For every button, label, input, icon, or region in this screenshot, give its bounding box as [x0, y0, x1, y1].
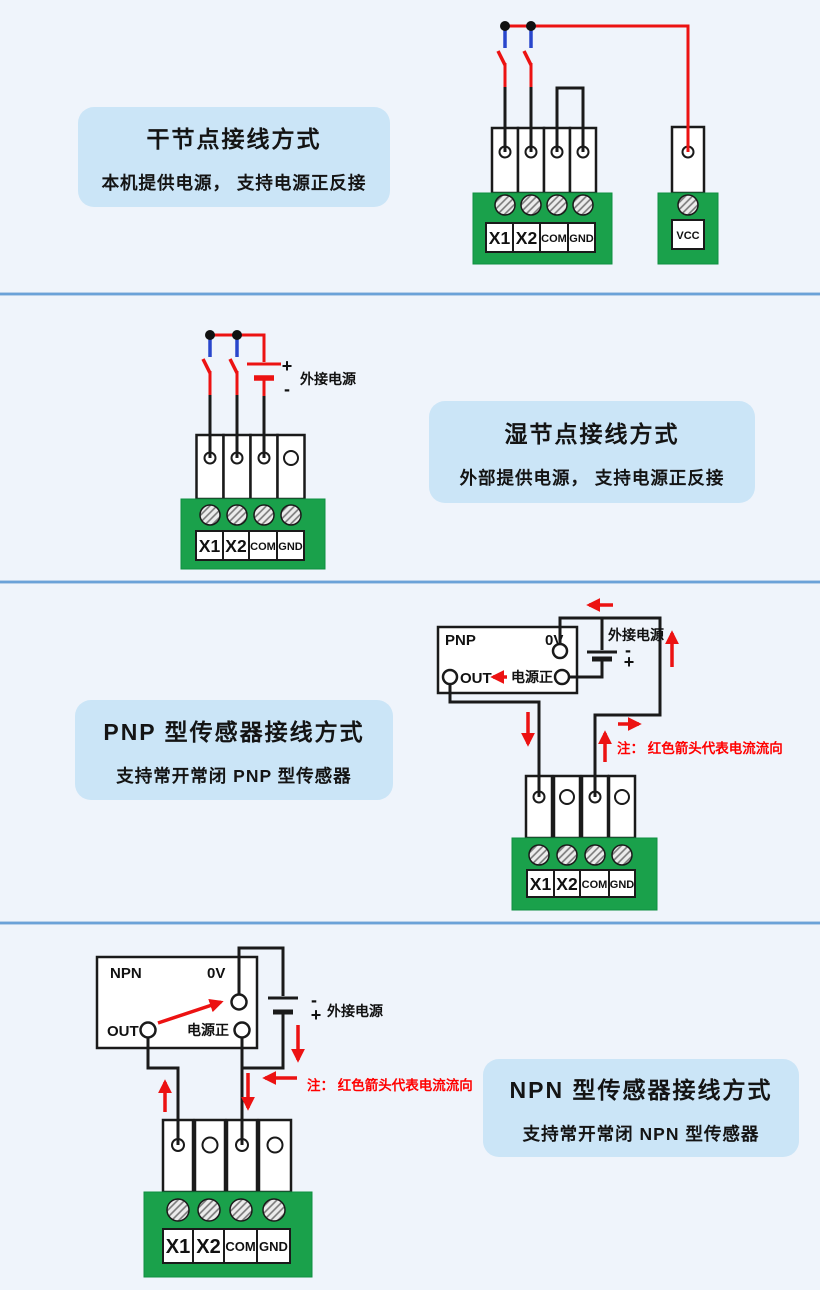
terminal-label-x2: X2 — [196, 1236, 220, 1258]
screw-icon — [677, 194, 699, 216]
power-pos-label: 电源正 — [187, 1022, 229, 1038]
card-dry-contact: 干节点接线方式 本机提供电源， 支持电源正反接 — [78, 107, 390, 207]
out-label: OUT — [107, 1023, 139, 1040]
external-power-label: 外接电源 — [300, 371, 356, 387]
terminal-label-x1: X1 — [166, 1236, 190, 1258]
section-divider — [0, 921, 820, 925]
terminal-label-gnd: GND — [569, 233, 594, 245]
terminal-block: X1 X2 COM GND — [143, 1118, 313, 1278]
screw-icon — [280, 504, 302, 526]
screw-icon — [197, 1198, 221, 1222]
screw-icon — [520, 194, 542, 216]
card-npn-sensor: NPN 型传感器接线方式 支持常开常闭 NPN 型传感器 — [483, 1059, 799, 1157]
screw-icon — [166, 1198, 190, 1222]
terminal-block: X1 X2 COM GND — [180, 433, 326, 570]
screw-icon — [262, 1198, 286, 1222]
terminal-label-com: COM — [225, 1239, 255, 1254]
card-wet-contact: 湿节点接线方式 外部提供电源， 支持电源正反接 — [429, 401, 755, 503]
battery-minus-sign: - — [284, 379, 290, 399]
current-arrows — [158, 1025, 305, 1112]
terminal-label-com: COM — [250, 541, 276, 553]
external-power-battery: - + 外接电源 — [268, 990, 383, 1025]
terminal-label-gnd: GND — [610, 879, 635, 891]
terminal-label-x2: X2 — [556, 874, 578, 894]
current-direction-note: 注： 红色箭头代表电流流向 — [307, 1077, 473, 1093]
out-label: OUT — [460, 670, 492, 687]
external-power-battery: - + 外接电源 — [587, 627, 664, 672]
screw-icon — [572, 194, 594, 216]
terminal-label-com: COM — [541, 233, 567, 245]
terminal-label-x1: X1 — [199, 536, 221, 556]
screw-icon — [494, 194, 516, 216]
terminal-block: X1 X2 COM GND — [472, 126, 613, 265]
section-divider — [0, 580, 820, 584]
terminal-label-x2: X2 — [516, 228, 538, 248]
switch-x1 — [201, 330, 215, 458]
battery-plus-sign: + — [311, 1005, 322, 1025]
screw-icon — [611, 844, 633, 866]
screw-icon — [226, 504, 248, 526]
screw-icon — [584, 844, 606, 866]
npn-sensor-box: NPN 0V OUT 电源正 — [95, 955, 259, 1050]
wet-subtitle: 外部提供电源， 支持电源正反接 — [459, 467, 725, 488]
external-power-label: 外接电源 — [608, 627, 664, 643]
external-power-label: 外接电源 — [327, 1003, 383, 1019]
screw-icon — [556, 844, 578, 866]
external-power-battery: + - 外接电源 — [210, 333, 356, 458]
screw-icon — [199, 504, 221, 526]
terminal-label-x1: X1 — [489, 228, 511, 248]
switch-x1 — [496, 21, 510, 152]
terminal-label-x2: X2 — [225, 536, 247, 556]
pnp-box-label: PNP — [445, 632, 476, 649]
dry-title: 干节点接线方式 — [146, 125, 322, 152]
screw-icon — [528, 844, 550, 866]
section-divider — [0, 292, 820, 296]
terminal-label-com: COM — [582, 879, 608, 891]
vcc-label: VCC — [676, 230, 699, 242]
switch-x2 — [522, 21, 536, 152]
diagram-dry-contact: X1 X2 COM GND VCC — [472, 21, 719, 265]
battery-plus-sign: + — [624, 652, 635, 672]
ov-label: 0V — [207, 965, 225, 982]
npn-subtitle: 支持常开常闭 NPN 型传感器 — [522, 1123, 760, 1144]
npn-box-label: NPN — [110, 965, 142, 982]
current-arrows — [521, 598, 679, 762]
junction-dot — [205, 330, 215, 340]
card-pnp-sensor: PNP 型传感器接线方式 支持常开常闭 PNP 型传感器 — [75, 700, 393, 800]
wet-title: 湿节点接线方式 — [504, 420, 680, 447]
pnp-subtitle: 支持常开常闭 PNP 型传感器 — [116, 765, 352, 786]
terminal-label-gnd: GND — [259, 1239, 288, 1254]
diagram-wet-contact: X1 X2 COM GND + - 外接电源 — [180, 330, 356, 570]
diagram-pnp-sensor: X1 X2 COM GND PNP 0V OUT 电源正 — [436, 598, 783, 911]
dry-subtitle: 本机提供电源， 支持电源正反接 — [101, 172, 367, 193]
battery-minus-sign: - — [625, 640, 631, 660]
screw-icon — [546, 194, 568, 216]
pnp-title: PNP 型传感器接线方式 — [103, 718, 365, 745]
terminal-label-gnd: GND — [278, 541, 303, 553]
diagram-npn-sensor: X1 X2 COM GND NPN 0V OUT 电源正 — [95, 946, 473, 1278]
pnp-sensor-box: PNP 0V OUT 电源正 — [436, 625, 579, 695]
npn-title: NPN 型传感器接线方式 — [509, 1076, 773, 1103]
vcc-supply-wire — [505, 24, 690, 152]
terminal-block: X1 X2 COM GND — [511, 774, 658, 911]
wires — [448, 616, 662, 797]
screw-icon — [253, 504, 275, 526]
battery-plus-sign: + — [282, 356, 293, 376]
junction-dot — [232, 330, 242, 340]
screw-icon — [229, 1198, 253, 1222]
terminal-label-x1: X1 — [530, 874, 552, 894]
wires — [146, 946, 285, 1145]
power-pos-label: 电源正 — [511, 669, 553, 685]
switch-x2 — [228, 330, 242, 458]
battery-minus-sign: - — [311, 990, 317, 1010]
current-direction-note: 注： 红色箭头代表电流流向 — [617, 740, 783, 756]
junction-dot — [526, 21, 536, 31]
com-gnd-jumper-wire — [555, 86, 585, 152]
junction-dot — [500, 21, 510, 31]
